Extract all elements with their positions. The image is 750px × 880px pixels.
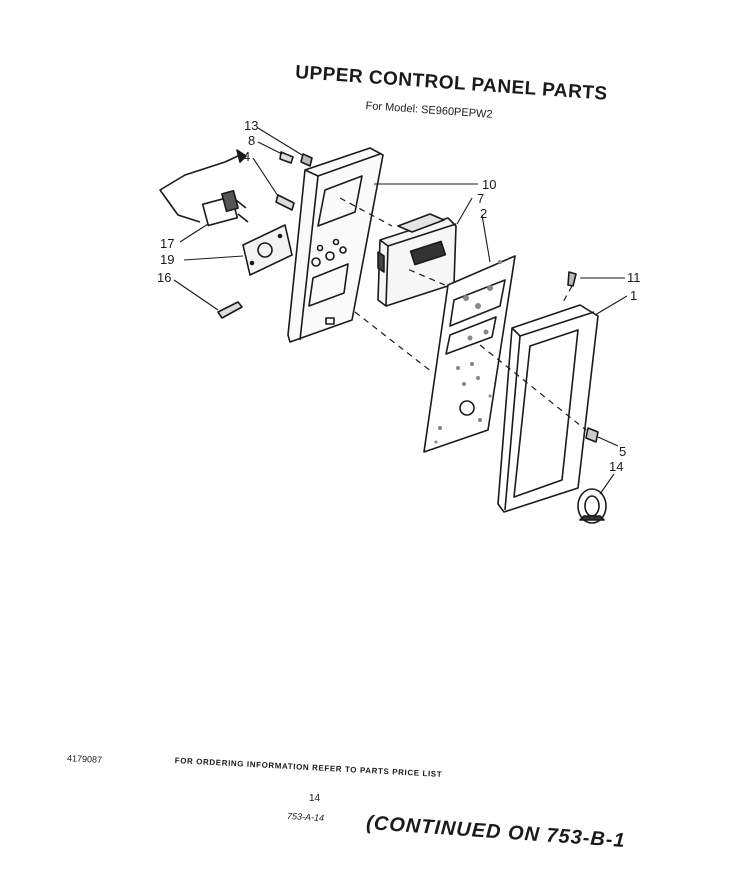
callout-19: 19	[160, 252, 174, 267]
leader-lines	[173, 127, 628, 495]
circuit-board-part	[242, 224, 293, 276]
alignment-lines	[339, 197, 587, 431]
wire-harness-part	[159, 149, 249, 227]
callout-17: 17	[160, 236, 174, 251]
callout-11: 11	[627, 270, 641, 285]
connector-part	[275, 194, 295, 211]
callout-16: 16	[157, 270, 171, 285]
page-number: 14	[309, 793, 321, 804]
callout-10: 10	[482, 177, 496, 192]
callout-2: 2	[480, 206, 487, 221]
callout-7: 7	[477, 191, 484, 206]
callout-14: 14	[609, 459, 623, 474]
callout-4: 4	[243, 149, 250, 164]
trim-frame-part	[497, 304, 599, 513]
callout-8: 8	[248, 133, 255, 148]
trim-screw-part	[567, 271, 577, 287]
callout-1: 1	[630, 288, 637, 303]
button-part	[585, 427, 599, 443]
page-code: 753-A-14	[286, 811, 325, 823]
fuse-part	[217, 301, 243, 319]
display-module-part	[377, 213, 457, 307]
callout-13: 13	[244, 118, 258, 133]
clip-part	[279, 151, 294, 164]
back-frame-part	[287, 147, 384, 343]
document-number: 4179087	[66, 753, 103, 765]
front-panel-part	[423, 255, 516, 453]
callout-5: 5	[619, 444, 626, 459]
knob-part	[577, 488, 607, 524]
screw-part	[300, 153, 313, 167]
